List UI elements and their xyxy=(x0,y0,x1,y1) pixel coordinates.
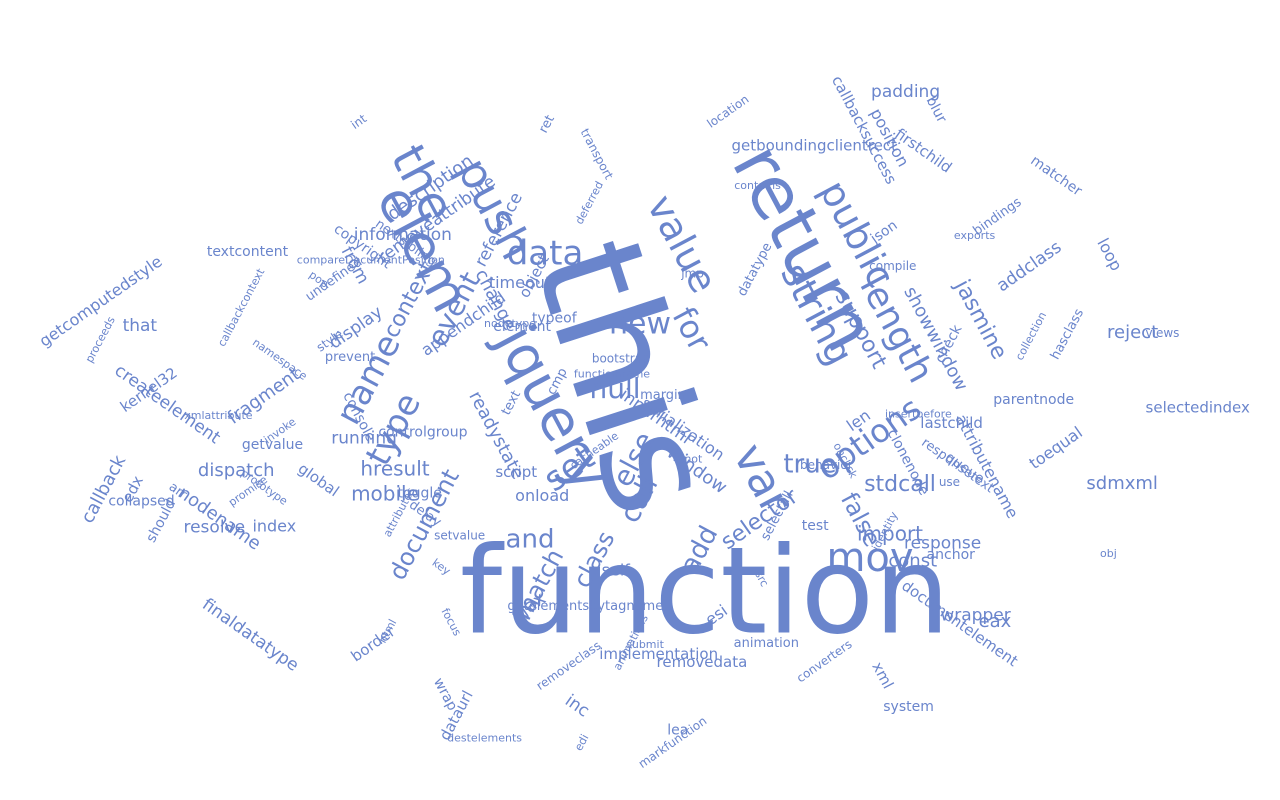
word: global xyxy=(295,459,343,500)
word: collection xyxy=(1013,310,1049,363)
word: true xyxy=(783,450,836,480)
word: xmlattribute xyxy=(184,409,252,422)
word: animation xyxy=(734,636,799,651)
word: response xyxy=(904,533,981,553)
word: onload xyxy=(515,486,569,505)
word: lastchild xyxy=(920,414,983,432)
word: blur xyxy=(923,94,950,126)
word: resolve xyxy=(183,518,245,538)
word: ret xyxy=(536,113,558,136)
word: jmp xyxy=(680,266,704,280)
word: selectedindex xyxy=(1146,399,1250,417)
word: parentnode xyxy=(993,392,1074,408)
word: const xyxy=(888,551,937,572)
word: getvalue xyxy=(242,437,303,453)
word: index xyxy=(252,517,296,536)
word: dispatch xyxy=(198,460,275,481)
word: int xyxy=(348,111,369,132)
word: inc xyxy=(561,691,593,722)
word: script xyxy=(495,463,537,481)
word: insertbefore xyxy=(885,408,952,421)
word: toequal xyxy=(1025,423,1085,473)
word: deferred xyxy=(573,179,606,226)
word: matcher xyxy=(1028,153,1085,200)
word: mobile xyxy=(351,482,419,506)
word: loop xyxy=(1093,235,1126,274)
word: functionname xyxy=(574,367,650,380)
word: test xyxy=(802,518,829,534)
word: that xyxy=(123,316,158,336)
word: nodetype xyxy=(484,317,536,330)
word: compile xyxy=(869,259,916,273)
word: prevent xyxy=(325,350,375,365)
word: textcontent xyxy=(207,244,289,260)
word: wrapper xyxy=(940,606,1010,626)
word: self xyxy=(602,560,631,579)
word: lea xyxy=(667,723,688,739)
word: typeof xyxy=(532,310,578,326)
word: not xyxy=(684,452,703,465)
word: exports xyxy=(954,229,996,242)
word: transport xyxy=(578,126,617,182)
word: key xyxy=(430,556,454,578)
word: sdmxml xyxy=(1086,473,1158,494)
word: timeout xyxy=(489,273,551,292)
word: hresult xyxy=(360,457,429,481)
word: destelements xyxy=(447,732,522,745)
word: eax xyxy=(979,611,1012,632)
word: obj xyxy=(1100,547,1117,560)
word: import xyxy=(857,522,923,546)
word: data xyxy=(507,234,584,274)
word: reject xyxy=(1107,322,1158,343)
word: finaldatatype xyxy=(198,595,302,676)
word: submit xyxy=(626,638,664,651)
word: views xyxy=(1146,326,1180,340)
word: element xyxy=(493,319,551,335)
word: compareDocumentPosition xyxy=(297,254,445,267)
word: behavior xyxy=(800,458,853,472)
word: system xyxy=(883,699,934,715)
word: border xyxy=(348,622,400,666)
word: null xyxy=(589,372,640,405)
word: controlgroup xyxy=(378,424,467,440)
word: getboundingclientrect xyxy=(731,137,897,155)
word: xml xyxy=(868,659,897,692)
word: location xyxy=(704,92,751,131)
word: edi xyxy=(572,732,591,753)
word: information xyxy=(354,225,452,245)
word: function xyxy=(460,523,950,662)
word: new xyxy=(609,307,671,342)
word: toggle xyxy=(398,486,442,502)
word: collapsed xyxy=(108,493,174,509)
word: padding xyxy=(871,82,940,102)
word: removedata xyxy=(657,653,748,671)
word: hasclass xyxy=(1048,306,1087,362)
word: anchor xyxy=(927,547,976,563)
word: setvalue xyxy=(434,528,485,542)
word: stdcall xyxy=(864,472,936,497)
word: and xyxy=(506,525,555,555)
word: getelementsbytagname xyxy=(507,599,663,614)
word: implementation xyxy=(599,645,718,663)
word: bootstrap xyxy=(592,352,650,366)
word: use xyxy=(939,475,960,489)
word: contains xyxy=(734,179,781,192)
word: running xyxy=(331,429,397,449)
word: wrap xyxy=(430,675,460,713)
word: margin xyxy=(640,388,686,403)
word: bindings xyxy=(971,195,1025,239)
word: proceeds xyxy=(83,314,118,365)
word: mov xyxy=(826,535,913,581)
word: addclass xyxy=(993,237,1065,296)
